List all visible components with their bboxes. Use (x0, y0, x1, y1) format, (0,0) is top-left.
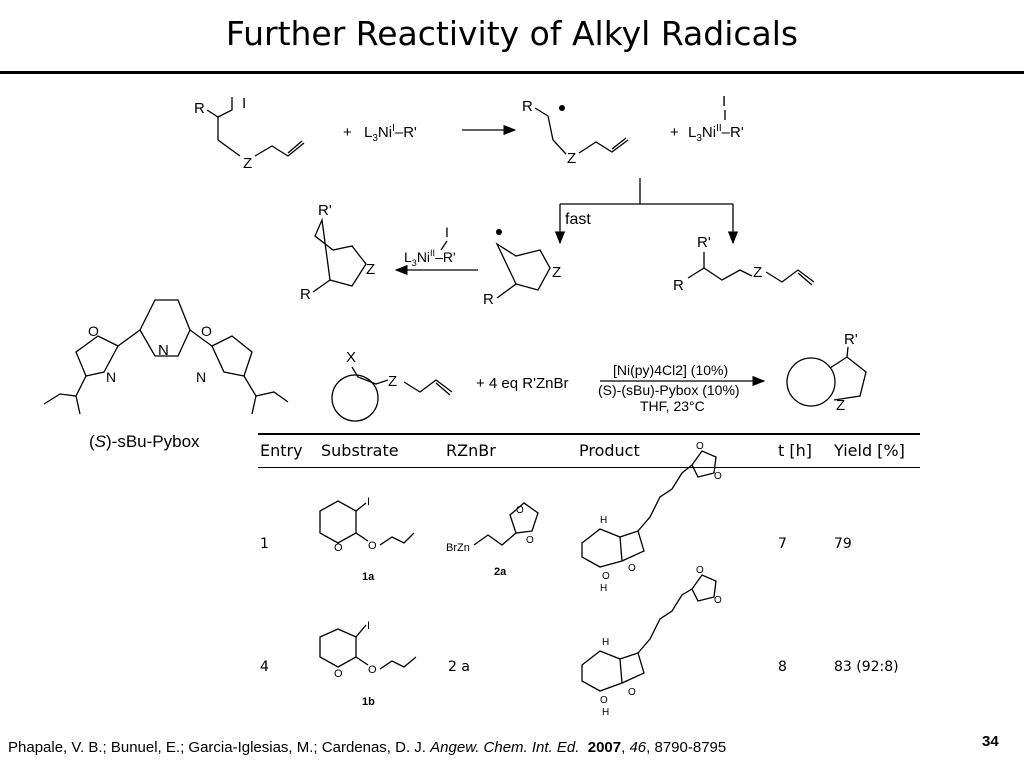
coupling-conditions: [Ni(py)4Cl2] (10%) (S)-(sBu)-Pybox (10%)… (598, 362, 766, 414)
iodide-substrate: R I Z (194, 95, 305, 172)
svg-text:O: O (600, 695, 608, 706)
svg-text:R: R (300, 286, 311, 303)
title-divider (0, 71, 1024, 74)
row2-rznbr: 2 a (448, 659, 470, 675)
svg-text:H: H (600, 583, 607, 594)
svg-text:(S)-(sBu)-Pybox (10%): (S)-(sBu)-Pybox (10%) (598, 382, 740, 398)
svg-text:O: O (714, 471, 722, 482)
row2-entry: 4 (260, 659, 269, 675)
svg-text:Z: Z (836, 397, 845, 414)
row2-yield: 83 (92:8) (834, 659, 899, 675)
coupling-reagent: + 4 eq R'ZnBr (476, 375, 569, 392)
ni-ii-on-arrow: I L3NiII–R' (404, 224, 456, 268)
svg-text:N: N (106, 369, 116, 385)
col-header-product: Product (579, 441, 640, 460)
svg-text:R: R (522, 98, 533, 115)
svg-text:O: O (334, 542, 343, 554)
cyclized-radical: Z R (483, 229, 561, 308)
svg-text:O: O (526, 535, 534, 546)
row2-time: 8 (778, 659, 787, 675)
svg-text:[Ni(py)4Cl2] (10%): [Ni(py)4Cl2] (10%) (613, 362, 728, 378)
svg-text:L3NiII–R': L3NiII–R' (404, 248, 456, 268)
row1-yield: 79 (834, 536, 852, 552)
slide-title: Further Reactivity of Alkyl Radicals (225, 14, 799, 53)
row1-time: 7 (778, 536, 787, 552)
svg-text:O: O (628, 687, 636, 698)
plus-sign-1: + (343, 124, 352, 141)
nickel-i-reagent: L3NiI–R' (364, 123, 417, 144)
svg-text:O: O (334, 668, 343, 680)
cyclized-product: R' Z R (300, 202, 375, 303)
substrate-1a-structure: I O O 1a (319, 496, 415, 583)
table-structures: I O O 1a BrZn O O 2a O O H H O O (319, 441, 722, 718)
svg-text:I: I (445, 224, 449, 240)
table-top-rule (258, 433, 920, 435)
svg-text:O: O (696, 441, 704, 452)
col-header-substrate: Substrate (321, 441, 399, 460)
svg-text:L3NiII–R': L3NiII–R' (688, 123, 744, 144)
svg-text:H: H (602, 637, 609, 648)
fast-label: fast (565, 211, 591, 228)
table-header-rule (258, 467, 920, 468)
bicyclic-product: R' Z (786, 331, 867, 414)
svg-text:I: I (367, 496, 370, 508)
svg-text:1b: 1b (362, 696, 375, 708)
svg-text:1a: 1a (362, 571, 375, 583)
svg-text:O: O (88, 323, 99, 339)
citation: Phapale, V. B.; Bunuel, E.; Garcia-Igles… (8, 739, 727, 756)
svg-text:I: I (367, 620, 370, 632)
svg-text:R': R' (697, 234, 711, 251)
r-label: R (194, 100, 205, 117)
svg-text:O: O (602, 571, 610, 582)
pybox-caption: (S)-sBu-Pybox (89, 432, 200, 451)
svg-text:O: O (628, 563, 636, 574)
svg-text:O: O (201, 323, 212, 339)
col-header-time: t [h] (778, 441, 812, 460)
cyclic-substrate: X Z (331, 349, 453, 422)
svg-text:O: O (368, 664, 377, 676)
col-header-rznbr: RZnBr (446, 441, 496, 460)
row1-entry: 1 (260, 536, 269, 552)
svg-text:Z: Z (552, 264, 561, 281)
alkyl-radical: R Z (522, 98, 629, 167)
direct-coupling-product: R' R Z (673, 234, 815, 294)
svg-text:R: R (483, 291, 494, 308)
svg-text:Z: Z (366, 261, 375, 278)
z-label: Z (243, 155, 252, 172)
svg-text:O: O (516, 505, 524, 516)
svg-text:O: O (368, 540, 377, 552)
svg-text:R': R' (844, 331, 858, 348)
svg-text:N: N (158, 342, 169, 359)
svg-text:O: O (696, 565, 704, 576)
page-number: 34 (982, 733, 999, 750)
svg-text:R': R' (318, 202, 332, 219)
zinc-reagent-2a-structure: BrZn O O 2a (446, 502, 539, 578)
col-header-yield: Yield [%] (834, 441, 905, 460)
svg-text:I: I (722, 93, 726, 110)
svg-text:N: N (196, 369, 206, 385)
results-table: Entry Substrate RZnBr Product t [h] Yiel… (258, 433, 920, 723)
svg-text:X: X (346, 349, 356, 366)
col-header-entry: Entry (260, 441, 303, 460)
nickel-ii-iodide: I L3NiII–R' (688, 93, 744, 144)
svg-text:Z: Z (388, 373, 397, 390)
plus-sign-2: + (670, 124, 679, 141)
svg-text:Z: Z (567, 150, 576, 167)
product-row2-structure: O O H H O O (581, 565, 722, 718)
svg-text:H: H (602, 707, 609, 718)
svg-text:H: H (600, 515, 607, 526)
product-row1-structure: O O H H O O (581, 441, 722, 594)
iodine-label: I (242, 95, 246, 112)
svg-text:O: O (714, 595, 722, 606)
svg-text:L3NiI–R': L3NiI–R' (364, 123, 417, 144)
svg-text:BrZn: BrZn (446, 542, 470, 554)
svg-text:2a: 2a (494, 566, 507, 578)
pybox-ligand-structure: N O N O N (43, 299, 289, 415)
svg-text:R: R (673, 277, 684, 294)
substrate-1b-structure: I O O 1b (319, 620, 417, 708)
svg-text:THF, 23°C: THF, 23°C (640, 398, 705, 414)
svg-text:Z: Z (753, 264, 762, 281)
